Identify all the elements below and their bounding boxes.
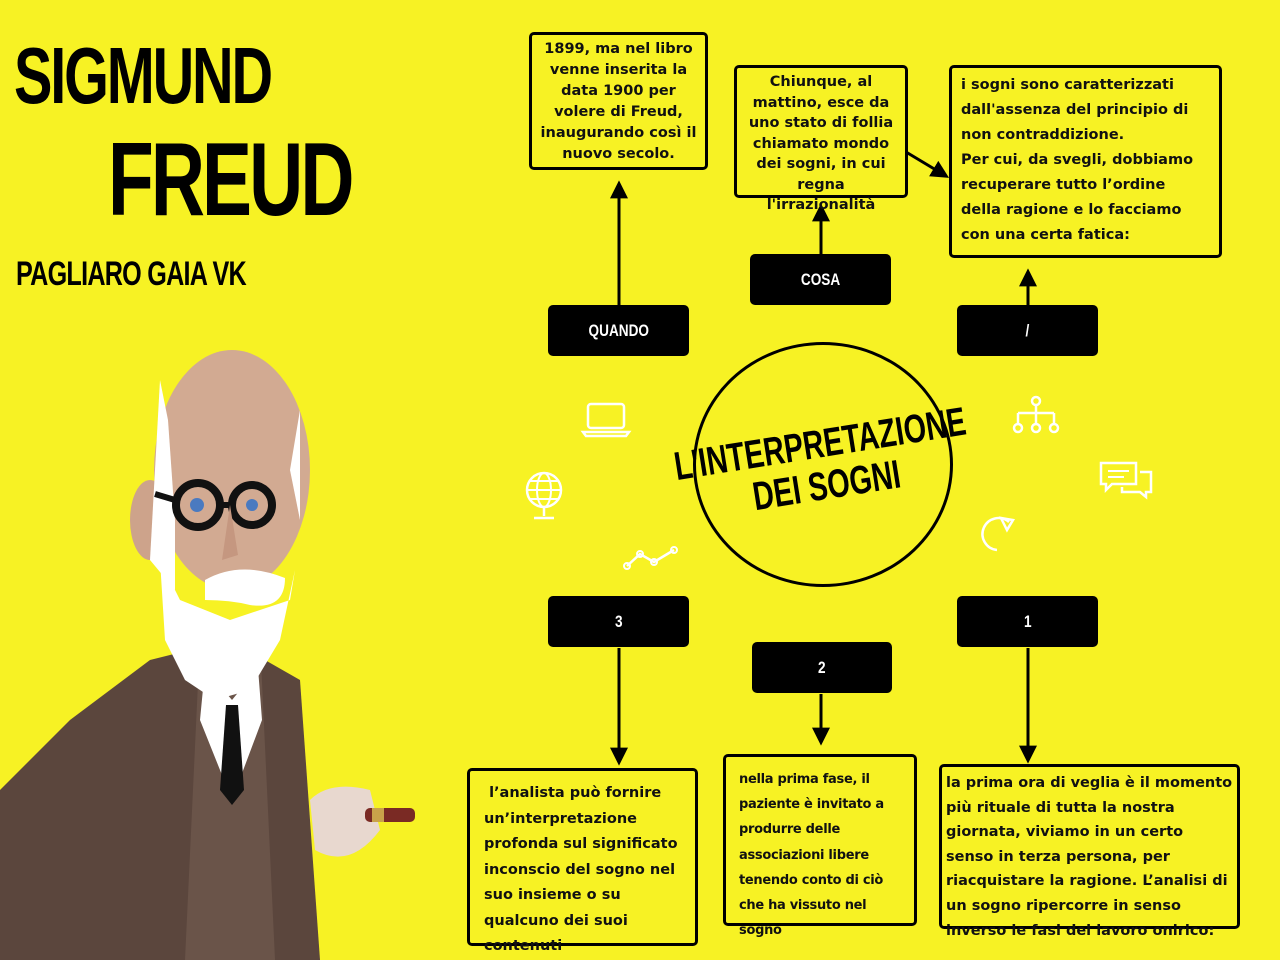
box-three: l’analista può fornire un’interpretazion… xyxy=(467,768,698,954)
chat-bubbles-icon xyxy=(1099,461,1153,500)
title-sigmund: SIGMUND xyxy=(14,31,273,120)
line-chart-icon xyxy=(623,546,678,570)
label-one[interactable]: 1 xyxy=(957,596,1098,647)
box-slash: i sogni sono caratterizzati dall'assenza… xyxy=(949,65,1222,258)
box-one: la prima ora di veglia è il momento più … xyxy=(939,764,1240,939)
box-two: nella prima fase, il paziente è invitato… xyxy=(723,754,917,938)
title-freud: FREUD xyxy=(108,122,354,238)
label-quando[interactable]: QUANDO xyxy=(548,305,689,356)
label-cosa[interactable]: COSA xyxy=(750,254,891,305)
globe-icon xyxy=(525,471,563,520)
rotate-arrow-icon xyxy=(981,516,1016,552)
org-chart-icon xyxy=(1012,395,1060,434)
label-three[interactable]: 3 xyxy=(548,596,689,647)
label-slash[interactable]: / xyxy=(957,305,1098,356)
box-cosa: Chiunque, al mattino, esce da uno stato … xyxy=(734,65,908,213)
laptop-icon xyxy=(580,402,632,438)
label-two[interactable]: 2 xyxy=(752,642,892,693)
freud-illustration xyxy=(0,350,415,960)
author-name: PAGLIARO GAIA VK xyxy=(16,255,247,293)
central-topic: L'INTERPRETAZIONE DEI SOGNI xyxy=(671,342,969,587)
box-quando: 1899, ma nel libro venne inserita la dat… xyxy=(529,32,708,170)
